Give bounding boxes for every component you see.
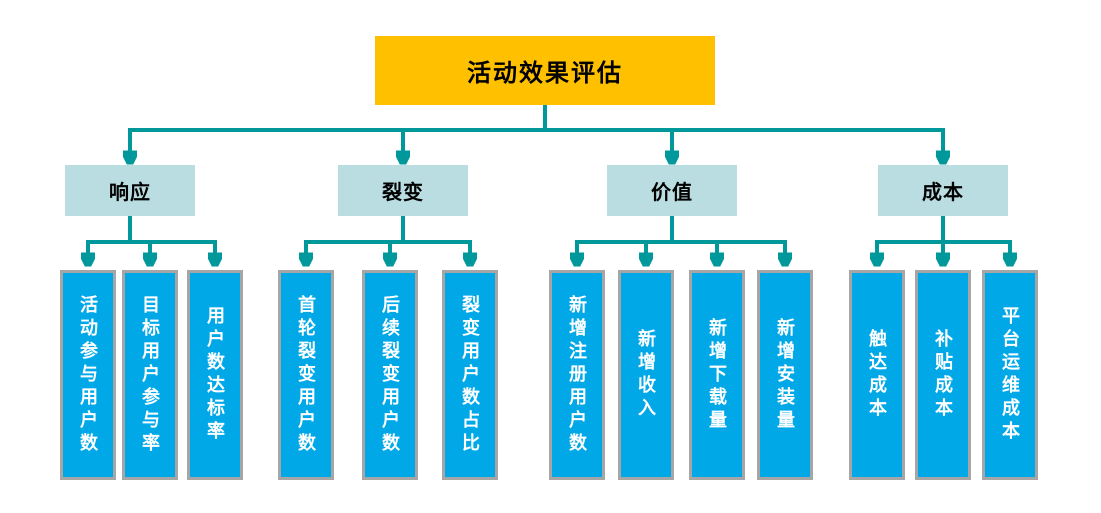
leaf-label: 目标用户参与率 [140, 294, 160, 456]
leaf-node: 新增下载量 [689, 270, 745, 480]
leaf-label: 触达成本 [867, 329, 887, 421]
leaf-label: 首轮裂变用户数 [296, 294, 316, 456]
leaf-label: 补贴成本 [933, 329, 953, 421]
branch-label: 裂变 [382, 182, 424, 204]
branch-node-fission: 裂变 [338, 165, 468, 216]
leaf-node: 新增收入 [618, 270, 674, 480]
leaf-label: 平台运维成本 [1000, 306, 1020, 444]
branch-label: 价值 [651, 182, 693, 204]
leaf-node: 平台运维成本 [982, 270, 1038, 480]
leaf-label: 新增安装量 [775, 317, 795, 433]
leaf-label: 后续裂变用户数 [380, 294, 400, 456]
leaf-label: 活动参与用户数 [78, 294, 98, 456]
leaf-node: 活动参与用户数 [60, 270, 116, 480]
leaf-node: 目标用户参与率 [122, 270, 178, 480]
branch-label: 成本 [922, 182, 964, 204]
leaf-node: 新增注册用户数 [549, 270, 605, 480]
leaf-node: 触达成本 [849, 270, 905, 480]
branch-node-value: 价值 [607, 165, 737, 216]
leaf-node: 裂变用户数占比 [442, 270, 498, 480]
leaf-label: 新增注册用户数 [567, 294, 587, 456]
leaf-label: 新增收入 [636, 329, 656, 421]
leaf-node: 首轮裂变用户数 [278, 270, 334, 480]
branch-label: 响应 [109, 182, 151, 204]
leaf-label: 裂变用户数占比 [460, 294, 480, 456]
leaf-node: 用户数达标率 [187, 270, 243, 480]
leaf-node: 后续裂变用户数 [362, 270, 418, 480]
leaf-node: 补贴成本 [915, 270, 971, 480]
leaf-label: 新增下载量 [707, 317, 727, 433]
leaf-label: 用户数达标率 [205, 306, 225, 444]
branch-node-response: 响应 [65, 165, 195, 216]
leaf-node: 新增安装量 [757, 270, 813, 480]
root-label: 活动效果评估 [467, 60, 623, 87]
branch-node-cost: 成本 [878, 165, 1008, 216]
root-node: 活动效果评估 [375, 36, 715, 105]
